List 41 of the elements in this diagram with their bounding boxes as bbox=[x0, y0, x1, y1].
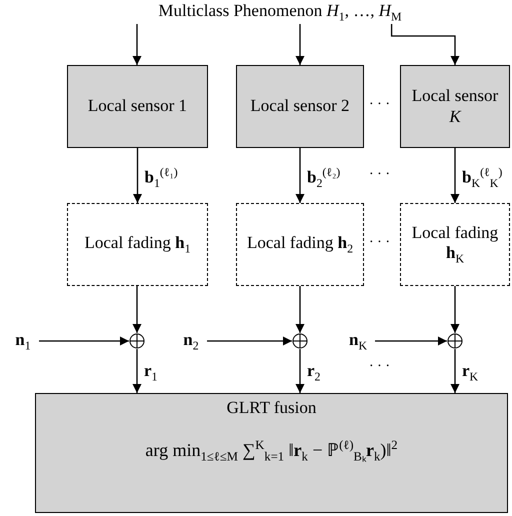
arrow bbox=[39, 336, 129, 346]
arrow bbox=[450, 349, 460, 393]
arrow bbox=[450, 148, 460, 203]
arrow bbox=[296, 148, 304, 203]
ellipsis-label: · · · bbox=[369, 168, 390, 182]
ellipsis-label: · · · bbox=[369, 360, 390, 374]
arrow bbox=[132, 286, 142, 333]
sensor-box bbox=[400, 65, 510, 148]
arrow bbox=[450, 286, 460, 333]
arrow bbox=[375, 336, 447, 346]
box-label: Local fading h$_{2}$ bbox=[246, 233, 354, 256]
summing-junction bbox=[447, 333, 463, 349]
noise-label: n$_{1}$ bbox=[15, 330, 31, 352]
box-label: Local sensor 1 bbox=[86, 96, 188, 117]
fading-box bbox=[236, 203, 364, 286]
fusion-box bbox=[35, 393, 508, 513]
arrow bbox=[132, 349, 142, 393]
box-label: Local sensor K bbox=[410, 86, 500, 127]
ellipsis-label: · · · bbox=[369, 236, 390, 250]
box-label: Local sensor 2 bbox=[249, 96, 351, 117]
noise-label: n$_{2}$ bbox=[183, 330, 199, 352]
ellipsis-label: · · · bbox=[369, 98, 390, 112]
sensor-box bbox=[236, 65, 364, 148]
noise-label: n$_{K}$ bbox=[348, 330, 368, 352]
arrow bbox=[296, 286, 304, 333]
formula-text: arg min$_{1≤ℓ≤M}$ ∑$^{K}$$_{k=1}$ ‖r$_{k}$ − ℙ$^{(ℓ)}$$_{Bₖ}$r$_{k}$)‖$^{2}$ bbox=[144, 438, 399, 466]
heading-text: Multiclass Phenomenon H$_{1}$, …, H$_{M}$ bbox=[158, 0, 402, 24]
summing-junction bbox=[292, 333, 308, 349]
arrow bbox=[207, 336, 292, 346]
arrow bbox=[296, 349, 304, 393]
fading-box bbox=[400, 203, 510, 286]
box-label: Local fading h$_{K}$ bbox=[410, 222, 500, 266]
fading-box bbox=[67, 203, 208, 286]
arrow bbox=[390, 24, 460, 65]
arrow bbox=[132, 24, 142, 65]
arrow bbox=[296, 24, 304, 65]
sensor-box bbox=[67, 65, 208, 148]
arrow bbox=[133, 148, 142, 203]
summing-junction bbox=[129, 333, 145, 349]
box-label: Local fading h$_{1}$ bbox=[83, 233, 192, 256]
box-label: GLRT fusion bbox=[226, 398, 318, 418]
